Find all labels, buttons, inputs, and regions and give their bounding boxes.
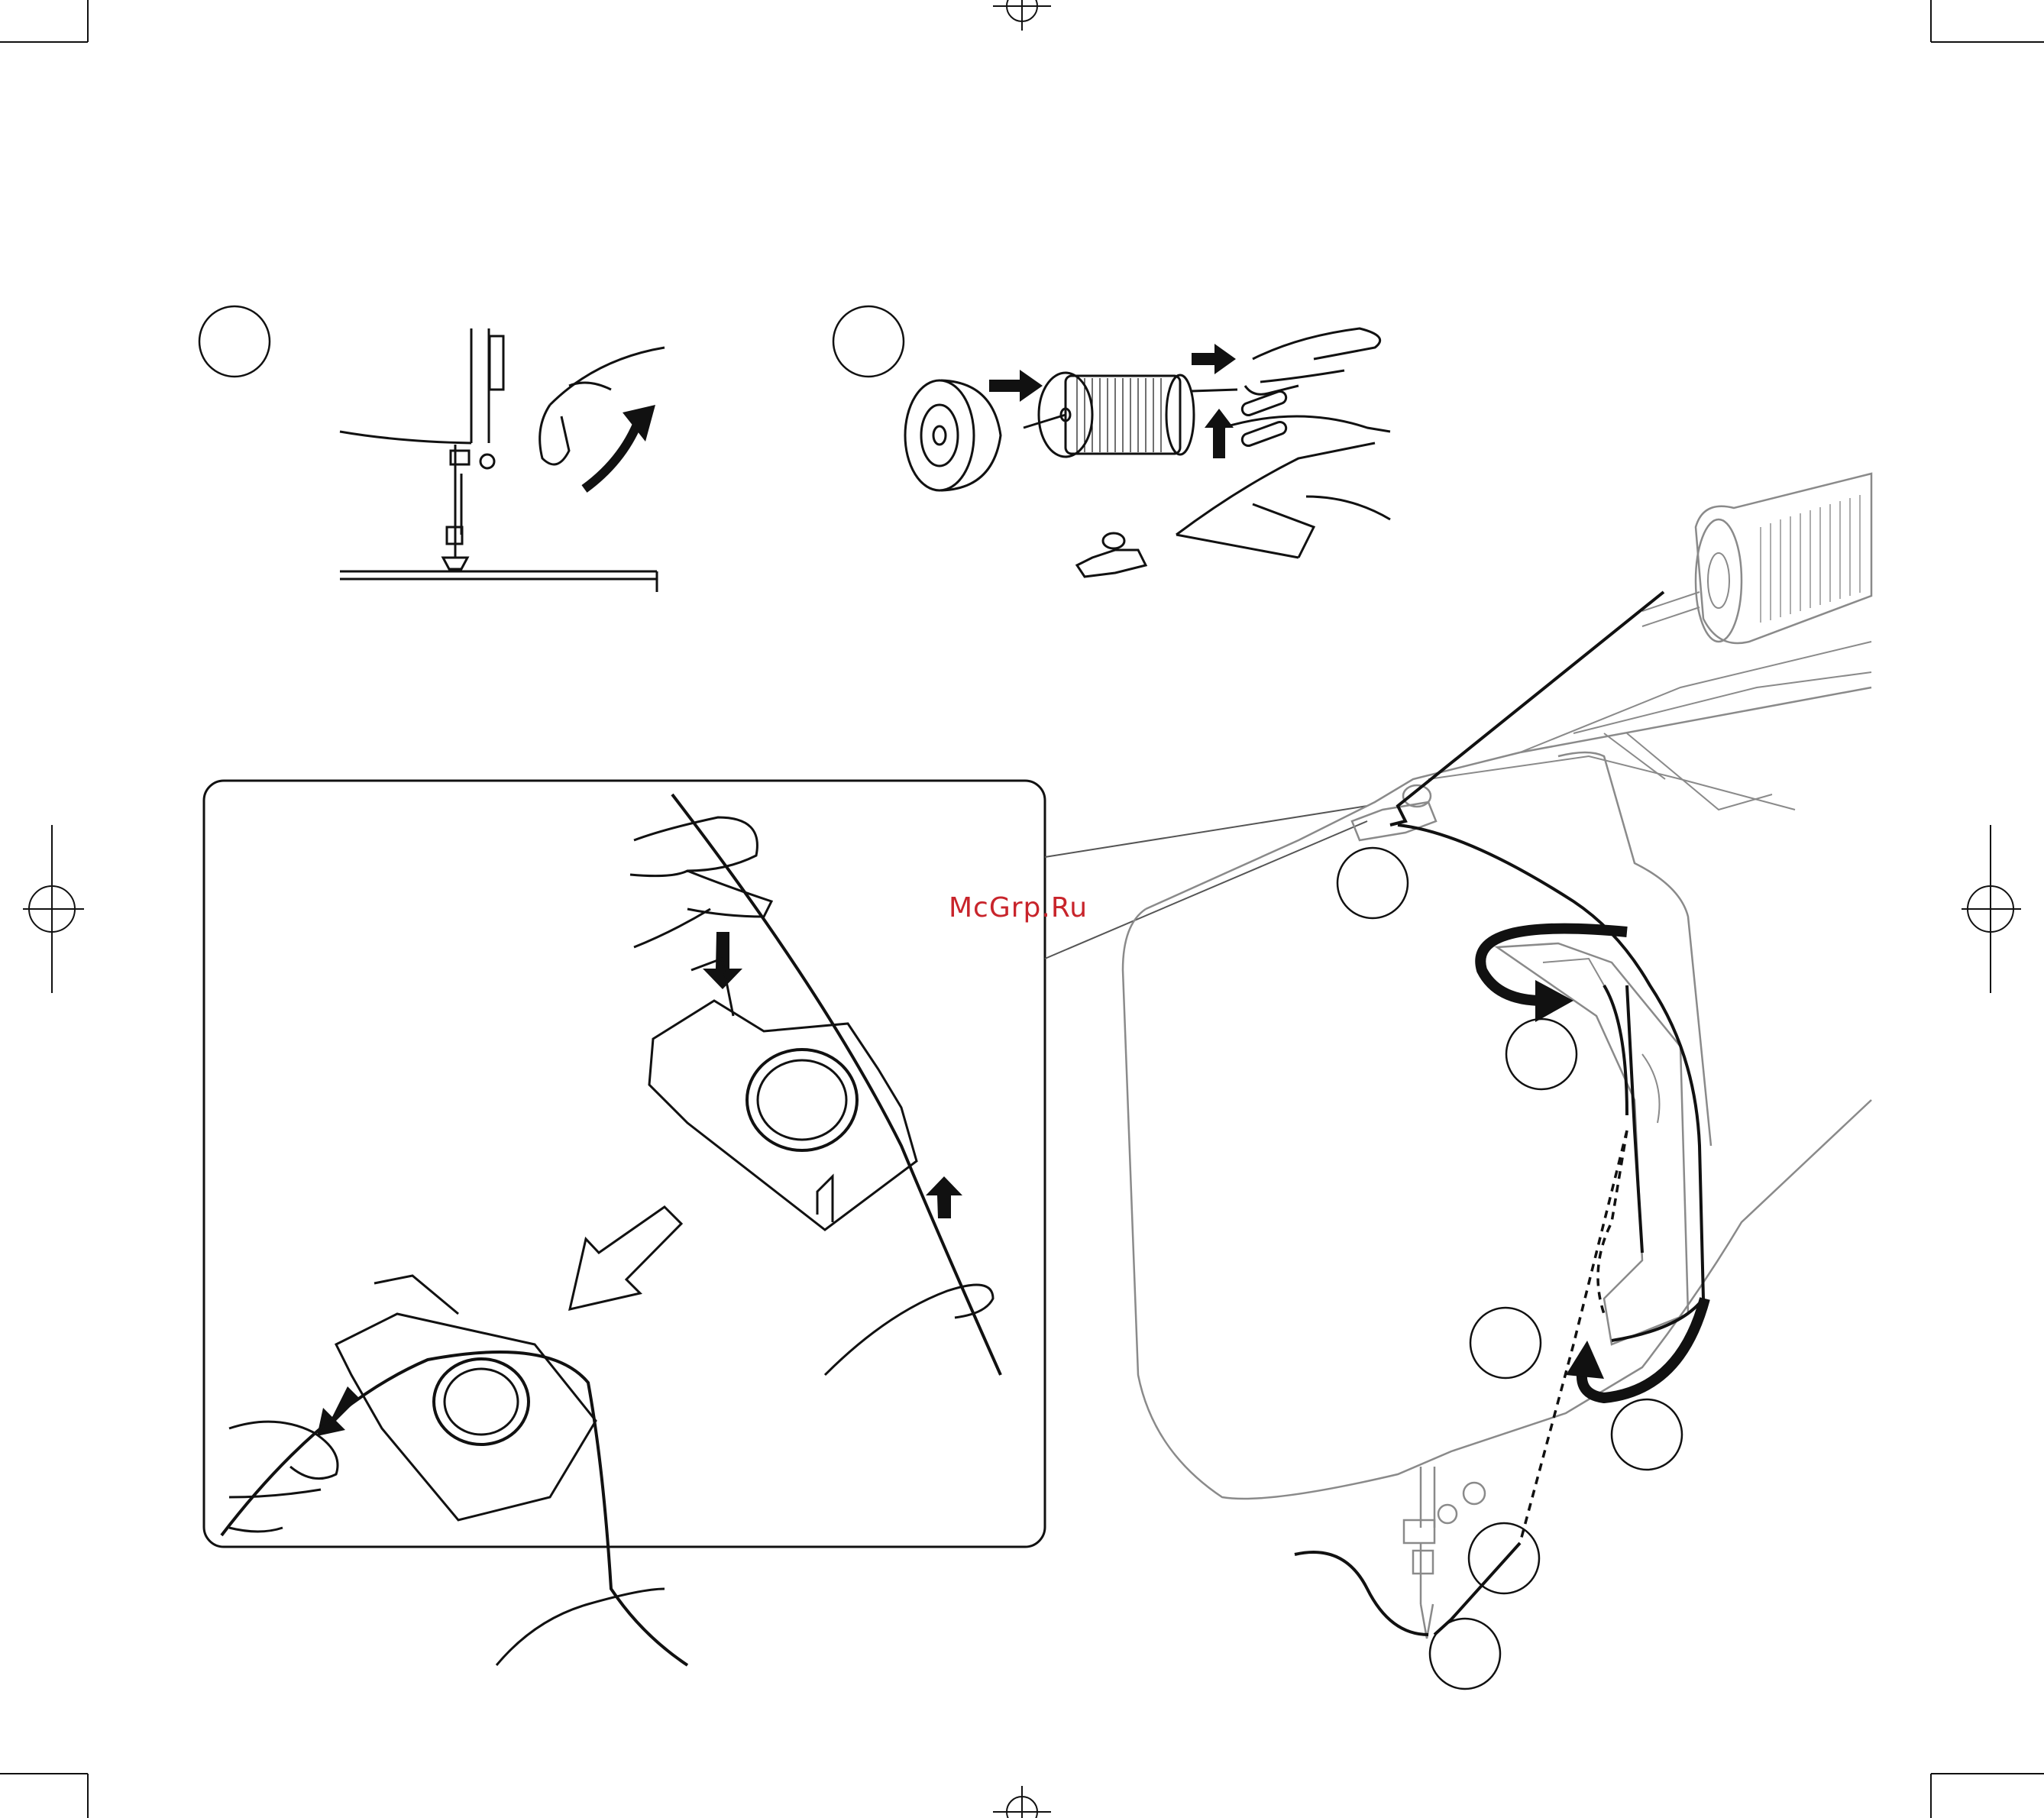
thread-guide-detail-inset	[204, 781, 1367, 1665]
arrow-up-inset	[926, 1176, 962, 1218]
sewing-machine-drawing	[1123, 474, 1871, 1689]
step-marker-6	[1430, 1619, 1500, 1689]
step-marker-2	[1506, 1019, 1577, 1089]
hollow-arrow	[570, 1207, 681, 1309]
thread-path	[1390, 592, 1703, 1341]
arrow-left-inset	[317, 1386, 359, 1436]
registration-mark-left	[23, 825, 84, 993]
step-marker-a	[199, 306, 270, 377]
arrow-up	[1205, 409, 1234, 458]
thread-guide-bottom	[336, 1314, 596, 1520]
arrow-right-2	[1192, 344, 1236, 374]
watermark-text: McGrp.Ru	[949, 892, 1088, 924]
step-marker-3	[1470, 1308, 1541, 1378]
registration-mark-bottom	[993, 1786, 1051, 1818]
step-marker-b	[833, 306, 904, 377]
guide-disc-bottom	[434, 1359, 529, 1444]
machine-head-outline	[1123, 909, 1871, 1499]
step-marker-5	[1469, 1523, 1539, 1593]
thread-line-bottom	[222, 1352, 687, 1665]
registration-mark-top	[993, 0, 1051, 31]
thread-guide-top	[649, 1001, 917, 1230]
figure-place-spool	[833, 306, 1390, 577]
figure-raise-presser-foot	[199, 306, 665, 592]
step-marker-4	[1612, 1399, 1682, 1470]
spool-cap	[905, 380, 974, 490]
registration-mark-right	[1962, 825, 2021, 993]
arrow-right-1	[989, 370, 1043, 402]
thread-line-top	[672, 794, 1001, 1375]
guide-disc-top	[747, 1050, 857, 1150]
step-marker-1	[1337, 848, 1408, 918]
